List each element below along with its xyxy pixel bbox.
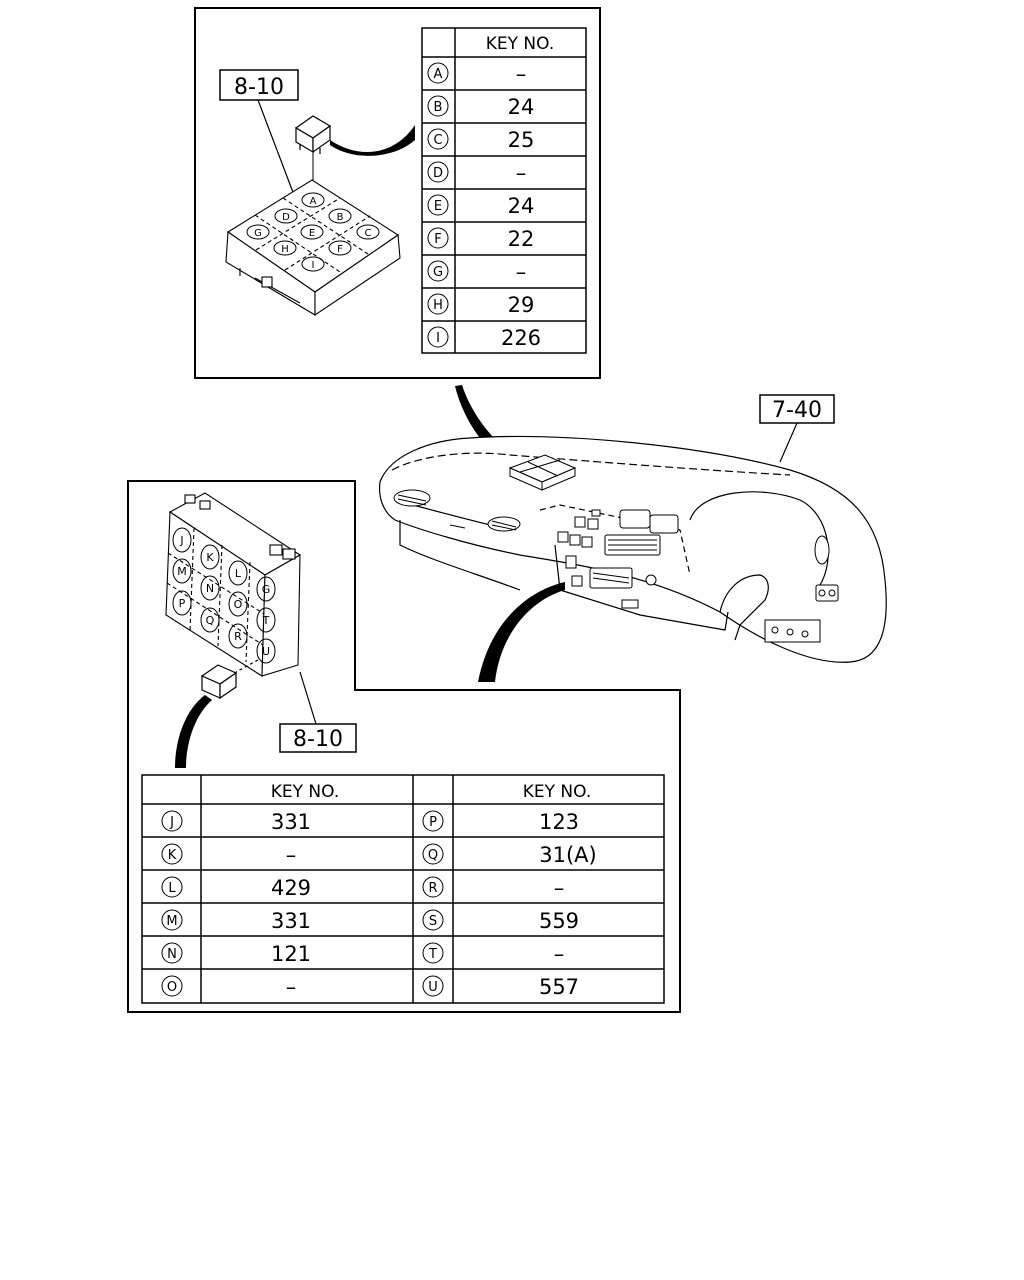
table-row-key: – (516, 62, 527, 86)
top-block-positions: A B C D E F G H I (246, 192, 380, 272)
table-row-key: – (554, 942, 565, 966)
dash-ref: 7-40 (772, 398, 822, 423)
bottom-relay-ref-box (279, 723, 357, 753)
table-row-pos: C (433, 133, 442, 148)
svg-text:E: E (309, 228, 315, 239)
bottom-block-positions: J K L G M N O T P Q R U (172, 527, 276, 664)
bottom-relay-ref: 8-10 (293, 727, 343, 752)
dashboard-details (393, 489, 839, 643)
top-table-header: KEY NO. (486, 34, 555, 54)
table-row-pos: T (428, 947, 437, 962)
svg-text:F: F (337, 244, 343, 255)
table-row-key: 24 (508, 95, 535, 119)
table-row-key: 22 (508, 227, 535, 251)
table-row-key: – (516, 161, 527, 185)
table-row-key: 123 (539, 810, 579, 834)
table-row-pos: F (434, 232, 441, 247)
table-row-key: – (286, 975, 297, 999)
table-row-key: 29 (508, 293, 535, 317)
bottom-table-header-right: KEY NO. (523, 782, 592, 802)
svg-text:G: G (254, 228, 262, 239)
top-relay-ref: 8-10 (234, 75, 284, 100)
table-row-key: 331 (271, 810, 311, 834)
table-row-pos: L (168, 881, 176, 896)
svg-text:P: P (179, 597, 186, 610)
table-row-pos: K (168, 848, 177, 863)
bottom-key-table (141, 774, 665, 1004)
svg-text:D: D (282, 212, 290, 223)
table-row-pos: G (433, 265, 443, 280)
svg-text:T: T (262, 614, 270, 627)
dash-top-relay-block (508, 454, 577, 491)
bottom-table-rows: J 331 P 123 K – Q 31(A) L 429 R – M 331 … (161, 810, 597, 999)
table-row-pos: N (167, 947, 177, 962)
table-row-pos: E (434, 199, 442, 214)
top-inset-frame (194, 7, 601, 379)
table-row-key: 331 (271, 909, 311, 933)
table-row-key: 24 (508, 194, 535, 218)
svg-text:B: B (337, 212, 344, 223)
top-table-rows: A – B 24 C 25 D – E 24 F 22 G – H 29 I 2… (427, 62, 541, 350)
table-row-pos: P (429, 815, 437, 830)
dash-bottom-callout-arrow (478, 582, 565, 682)
svg-text:L: L (235, 567, 242, 580)
svg-text:N: N (206, 582, 214, 595)
table-row-key: 559 (539, 909, 579, 933)
bottom-relay-cube (200, 659, 259, 700)
table-row-key: 226 (501, 326, 541, 350)
dash-top-callout-arrow (455, 385, 515, 462)
svg-text:U: U (262, 645, 270, 658)
table-row-pos: U (428, 980, 438, 995)
table-row-key: – (516, 260, 527, 284)
top-callout-arrow (330, 125, 415, 156)
table-row-key: – (554, 876, 565, 900)
table-row-pos: S (429, 914, 437, 929)
svg-text:I: I (312, 260, 315, 271)
svg-text:G: G (262, 583, 271, 596)
table-row-pos: B (434, 100, 443, 115)
top-ref-leader (257, 99, 295, 196)
bottom-table-header-left: KEY NO. (271, 782, 340, 802)
table-row-pos: J (169, 815, 174, 830)
svg-text:O: O (234, 598, 243, 611)
top-relay-ref-box (219, 69, 299, 101)
table-row-key: – (286, 843, 297, 867)
table-row-pos: D (433, 166, 443, 181)
top-key-table (421, 27, 587, 354)
table-row-pos: A (434, 67, 443, 82)
svg-text:C: C (365, 228, 372, 239)
bottom-relay-callout-arrow (175, 695, 212, 768)
table-row-pos: R (428, 881, 437, 896)
svg-text:M: M (177, 565, 187, 578)
svg-text:J: J (179, 534, 183, 547)
table-row-key: 121 (271, 942, 311, 966)
svg-text:K: K (206, 551, 214, 564)
top-relay-cube (294, 115, 332, 185)
svg-text:R: R (234, 630, 242, 643)
table-row-pos: O (167, 980, 177, 995)
table-row-pos: I (436, 331, 440, 346)
top-relay-block (225, 179, 401, 317)
table-row-key: 429 (271, 876, 311, 900)
svg-text:Q: Q (206, 614, 215, 627)
bottom-inset-frame (127, 480, 681, 1013)
table-row-pos: M (166, 914, 177, 929)
table-row-key: 31(A) (539, 843, 596, 867)
table-row-key: 557 (539, 975, 579, 999)
bottom-relay-block (165, 492, 302, 677)
svg-text:A: A (310, 196, 317, 207)
table-row-pos: Q (428, 848, 438, 863)
svg-text:H: H (281, 244, 289, 255)
table-row-key: 25 (508, 128, 535, 152)
table-row-pos: H (433, 298, 443, 313)
